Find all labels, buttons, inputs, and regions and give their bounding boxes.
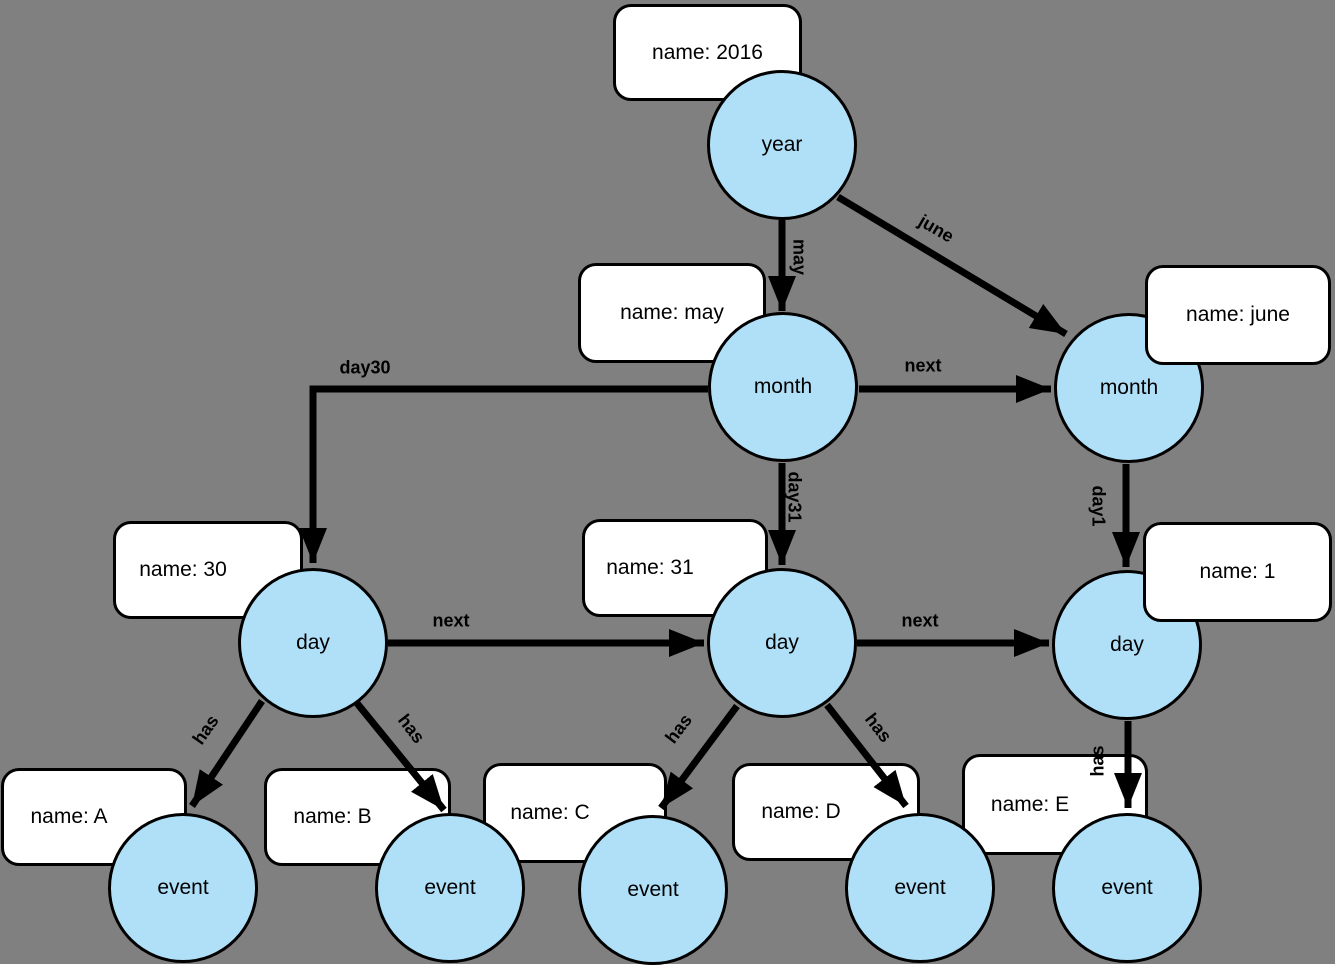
node-year-label: year <box>761 133 803 156</box>
property-box-month-june-text: name: june <box>1186 303 1290 326</box>
property-box-day-31-text: name: 31 <box>606 556 694 579</box>
node-event-e[interactable]: event <box>1052 813 1202 963</box>
edge-year-to-june <box>836 193 1068 338</box>
property-box-day-30[interactable]: name: 30 <box>113 521 303 619</box>
property-box-event-d-text: name: D <box>761 800 841 823</box>
node-event-c[interactable]: event <box>578 815 728 965</box>
property-box-month-may-text: name: may <box>620 301 724 324</box>
edge-day30-to-event-b <box>353 699 447 813</box>
edge-day31-to-event-d <box>824 702 909 809</box>
property-box-event-a-text: name: A <box>30 805 108 828</box>
edge-label-next-months: next <box>904 355 942 376</box>
edge-day30-to-event-a <box>189 699 265 808</box>
edge-label-next-days-left: next <box>432 610 470 631</box>
node-month-may[interactable]: month <box>708 312 858 462</box>
node-event-b-label: event <box>424 876 476 899</box>
node-event-d-label: event <box>894 876 946 899</box>
node-event-c-label: event <box>627 878 679 901</box>
node-day-30[interactable]: day <box>238 568 388 718</box>
node-month-june-label: month <box>1099 376 1159 399</box>
node-day-31[interactable]: day <box>707 568 857 718</box>
node-day-30-label: day <box>296 631 330 654</box>
node-event-e-label: event <box>1101 876 1153 899</box>
edge-label-day30: day30 <box>339 357 391 378</box>
page-bottom-edge <box>0 964 1335 966</box>
node-event-b[interactable]: event <box>375 813 525 963</box>
edge-may-to-day30 <box>299 385 708 563</box>
edge-label-has-e: has <box>1087 745 1108 777</box>
node-month-may-label: month <box>753 375 813 398</box>
property-box-event-e-text: name: E <box>990 792 1070 816</box>
edge-label-next-days-right: next <box>901 610 939 631</box>
property-box-day-30-text: name: 30 <box>139 558 227 581</box>
edge-label-may: may <box>789 238 810 276</box>
node-day-31-label: day <box>765 631 799 654</box>
edge-label-day31: day31 <box>784 471 805 523</box>
property-box-day-1[interactable]: name: 1 <box>1143 522 1332 622</box>
node-event-a-label: event <box>157 876 209 899</box>
node-event-d[interactable]: event <box>845 813 995 963</box>
property-box-event-b-text: name: B <box>293 805 372 828</box>
property-box-event-c-text: name: C <box>510 801 590 824</box>
node-year[interactable]: year <box>707 70 857 220</box>
node-day-1-label: day <box>1110 633 1144 656</box>
property-box-month-june[interactable]: name: june <box>1145 265 1331 365</box>
edge-day31-to-event-c <box>658 703 740 811</box>
edge-label-day1: day1 <box>1088 485 1109 527</box>
property-box-day-1-text: name: 1 <box>1199 560 1276 583</box>
node-event-a[interactable]: event <box>108 813 258 963</box>
property-box-year-text: name: 2016 <box>652 40 763 64</box>
